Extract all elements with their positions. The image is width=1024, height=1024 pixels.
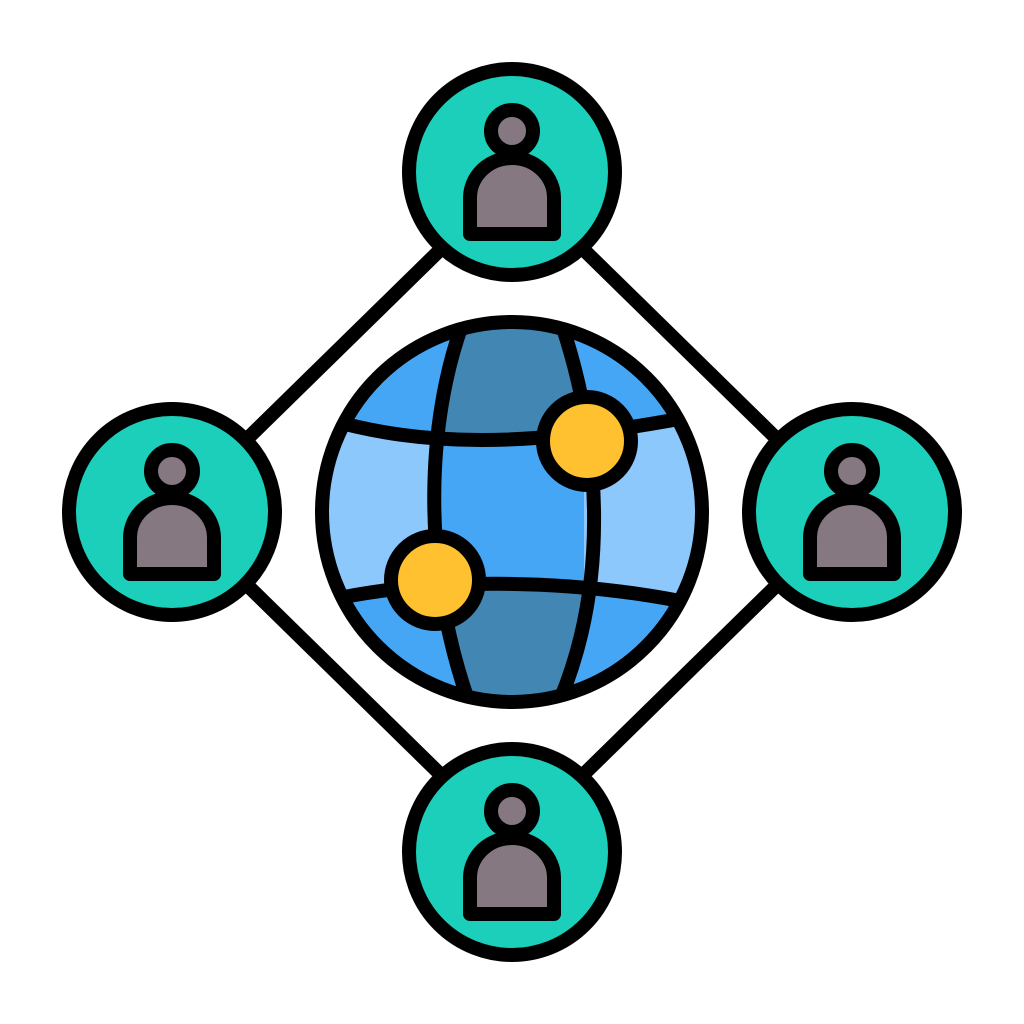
user-avatar-left [62,402,282,622]
network-node-dot [384,529,486,631]
user-avatars [62,62,962,962]
user-icon [123,443,221,581]
user-avatar-bottom [402,742,622,962]
connection-lines [239,243,785,781]
user-avatar-right [742,402,962,622]
user-avatar-top [402,62,622,282]
globe-icon [315,315,709,709]
network-node-dot [536,390,638,492]
user-icon [463,783,561,921]
user-icon [803,443,901,581]
connection-line-top-right [577,243,785,447]
connection-line-top-left [239,243,447,447]
user-icon [463,103,561,241]
connection-line-bottom-left [239,577,447,781]
connection-line-bottom-right [577,577,785,781]
